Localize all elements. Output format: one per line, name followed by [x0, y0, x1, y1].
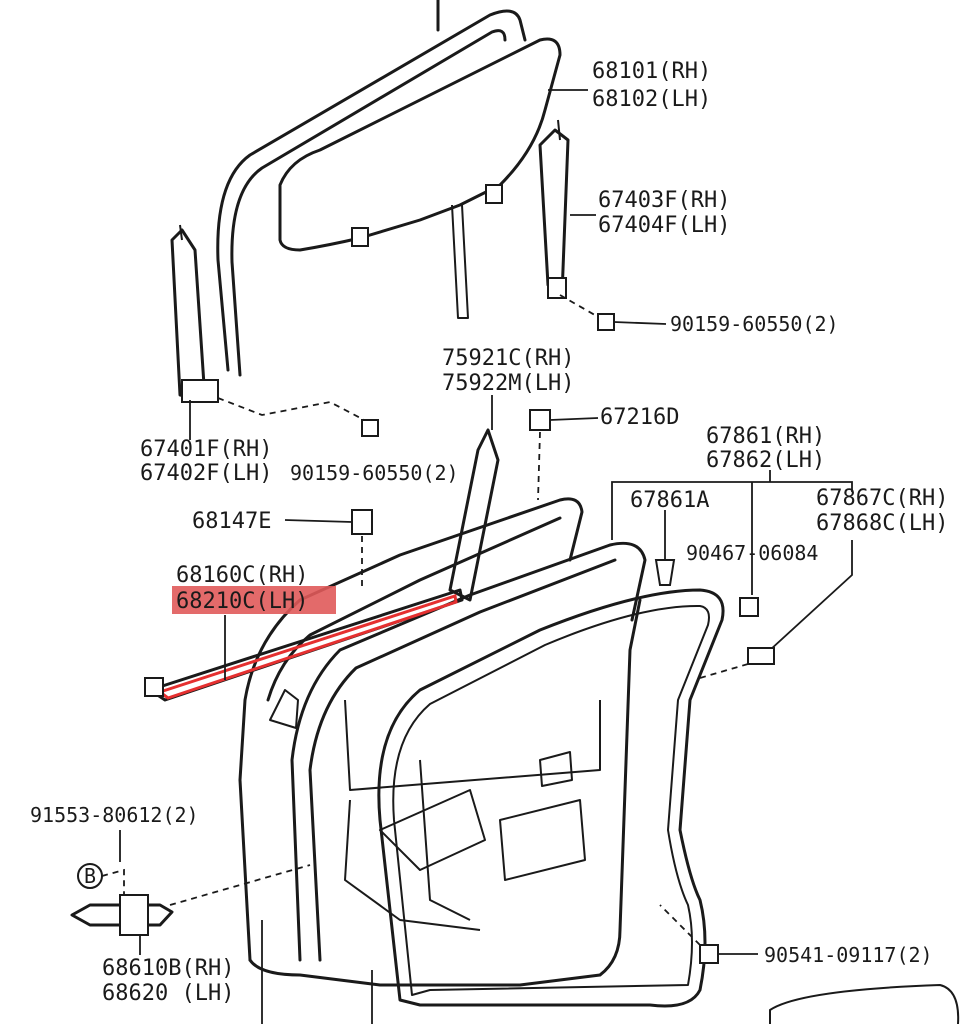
belt-moulding	[144, 588, 464, 702]
label-bolt-91553: 91553-80612(2)	[30, 803, 199, 827]
clip-67867c-icon	[699, 540, 853, 679]
label-front-channel-rh: 67401F(RH)	[140, 437, 272, 462]
label-door-ws-rh: 67861(RH)	[706, 424, 825, 449]
label-67868c-lh: 67868C(LH)	[816, 511, 948, 536]
clip-90467-icon	[739, 482, 759, 617]
bolt-90159-front-icon	[361, 419, 379, 437]
label-68147e: 68147E	[192, 509, 271, 534]
marker-b-label: B	[84, 864, 96, 888]
glass-bracket-right	[485, 184, 503, 204]
glass-guide-rail	[451, 204, 469, 319]
label-clip-67216d: 67216D	[600, 405, 679, 430]
marker-b: B	[77, 863, 125, 895]
label-check-lh: 68620 (LH)	[102, 981, 234, 1006]
inset-panel-corner	[769, 984, 960, 1024]
label-belt-lh-highlighted: 68210C(LH)	[176, 589, 308, 614]
bolt-90159-upper-icon	[597, 313, 667, 331]
glass-bracket-left	[351, 227, 369, 247]
glass-run-frame	[216, 0, 527, 377]
label-bolt-front: 90159-60550(2)	[290, 461, 459, 485]
clip-67861a-icon	[654, 510, 676, 586]
clip-67216d-icon	[529, 409, 599, 501]
label-67867c-rh: 67867C(RH)	[816, 486, 948, 511]
label-belt-rh: 68160C(RH)	[176, 563, 308, 588]
rear-run-channel	[538, 119, 570, 299]
clip-68147e-icon	[284, 509, 373, 590]
b-pillar-weatherstrip	[448, 428, 500, 602]
door-check	[70, 864, 311, 955]
highlight-box-68210c	[172, 586, 336, 614]
label-bolt-upper: 90159-60550(2)	[670, 312, 839, 336]
clip-90541-icon	[659, 904, 758, 964]
link-front-channel-bolt	[217, 397, 369, 423]
door-glass	[278, 37, 562, 252]
label-glass-rh: 68101(RH)	[592, 59, 711, 84]
label-67861a: 67861A	[630, 488, 709, 513]
door-opening-weatherstrip	[377, 588, 725, 1008]
label-weatherstrip-rh: 75921C(RH)	[442, 346, 574, 371]
front-run-channel	[170, 224, 219, 403]
label-front-channel-lh: 67402F(LH)	[140, 461, 272, 486]
label-rear-channel-rh: 67403F(RH)	[598, 188, 730, 213]
label-weatherstrip-lh: 75922M(LH)	[442, 371, 574, 396]
label-clip-90541: 90541-09117(2)	[764, 943, 933, 967]
label-glass-lh: 68102(LH)	[592, 87, 711, 112]
link-rear-channel-bolt	[559, 294, 601, 319]
label-check-rh: 68610B(RH)	[102, 956, 234, 981]
label-door-ws-lh: 67862(LH)	[706, 448, 825, 473]
bracket-67861-group	[611, 481, 853, 540]
label-clip-90467: 90467-06084	[686, 541, 818, 565]
label-rear-channel-lh: 67404F(LH)	[598, 213, 730, 238]
